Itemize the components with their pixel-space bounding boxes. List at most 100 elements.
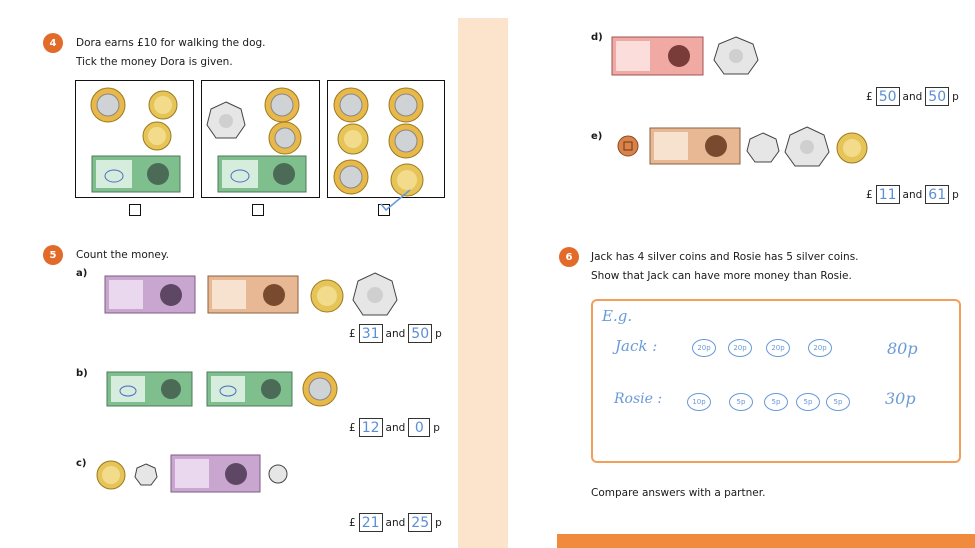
q5a-pence-box[interactable]: 50 <box>408 324 433 343</box>
question-6-badge: 6 <box>559 247 579 267</box>
pound-sign: £ <box>866 90 873 103</box>
q5b-pounds-box[interactable]: 12 <box>358 418 383 437</box>
five-pence-coin <box>268 464 288 484</box>
pound-sign: £ <box>866 188 873 201</box>
rosie-coin-5: 5p <box>826 393 850 411</box>
d-pence-box[interactable]: 50 <box>925 87 950 106</box>
pound-2-coin <box>388 87 424 123</box>
ten-pound-note <box>207 275 299 314</box>
jack-coin-1: 20p <box>692 339 716 357</box>
d-label: d) <box>591 32 603 43</box>
pound-1-coin <box>96 460 126 490</box>
answer-box[interactable] <box>591 299 961 463</box>
pound-2-coin <box>264 87 300 123</box>
e-pounds-box[interactable]: 11 <box>875 185 900 204</box>
choice-box-1 <box>75 80 194 198</box>
q5b-pence-box[interactable]: 0 <box>408 418 431 437</box>
rosie-coin-4: 5p <box>796 393 820 411</box>
pound-1-coin <box>836 132 868 164</box>
q6-line-2: Show that Jack can have more money than … <box>591 270 852 282</box>
pence-sign: p <box>435 516 442 529</box>
tick-checkbox-2[interactable] <box>252 204 264 216</box>
five-pound-note <box>106 371 193 407</box>
question-5-badge: 5 <box>43 245 63 265</box>
q5a-answer: £ 31 and 50 p <box>349 324 442 343</box>
pound-2-coin <box>302 371 338 407</box>
twenty-pound-note <box>104 275 196 314</box>
d-answer: £ 50 and 50 p <box>866 87 959 106</box>
and-text: and <box>902 188 923 201</box>
twenty-pence-coin <box>746 132 780 163</box>
tick-mark-icon <box>380 189 411 212</box>
fifty-pence-coin <box>784 126 830 167</box>
d-pounds-box[interactable]: 50 <box>875 87 900 106</box>
one-penny-coin <box>617 135 639 157</box>
pound-1-coin <box>390 163 424 197</box>
e-answer: £ 11 and 61 p <box>866 185 959 204</box>
e-label: e) <box>591 131 603 142</box>
rosie-coin-3: 5p <box>764 393 788 411</box>
q5a-label: a) <box>76 268 88 279</box>
pence-sign: p <box>952 188 959 201</box>
e-pence-box[interactable]: 61 <box>925 185 950 204</box>
pound-2-coin <box>90 87 126 123</box>
choice-box-2 <box>201 80 320 198</box>
pound-2-coin <box>333 87 369 123</box>
q5a-pounds-box[interactable]: 31 <box>358 324 383 343</box>
q4-line-2: Tick the money Dora is given. <box>76 56 233 68</box>
q5b-answer: £ 12 and 0 p <box>349 418 440 437</box>
pound-sign: £ <box>349 421 356 434</box>
jack-coin-4: 20p <box>808 339 832 357</box>
five-pound-note <box>206 371 293 407</box>
and-text: and <box>385 516 406 529</box>
q5c-pounds-box[interactable]: 21 <box>358 513 383 532</box>
pound-sign: £ <box>349 516 356 529</box>
pound-2-coin <box>388 123 424 159</box>
rosie-total: 30p <box>885 389 916 408</box>
q5c-pence-box[interactable]: 25 <box>408 513 433 532</box>
pence-sign: p <box>435 327 442 340</box>
and-text: and <box>385 327 406 340</box>
ten-pound-note <box>649 127 741 165</box>
tick-checkbox-3[interactable] <box>378 204 390 216</box>
tick-checkbox-1[interactable] <box>129 204 141 216</box>
rosie-label: Rosie : <box>614 391 663 407</box>
pound-1-coin <box>142 121 172 151</box>
q6-line-1: Jack has 4 silver coins and Rosie has 5 … <box>591 251 859 263</box>
q4-line-1: Dora earns £10 for walking the dog. <box>76 37 266 49</box>
twenty-pence-coin <box>134 463 158 486</box>
eg-text: E.g. <box>602 307 633 325</box>
pound-2-coin <box>268 121 302 155</box>
and-text: and <box>902 90 923 103</box>
page-gutter <box>458 18 508 548</box>
five-pound-note <box>217 155 307 193</box>
q5b-label: b) <box>76 368 88 379</box>
pound-1-coin <box>148 90 178 120</box>
rosie-coin-2: 5p <box>729 393 753 411</box>
pound-1-coin <box>310 279 344 313</box>
question-4-badge: 4 <box>43 33 63 53</box>
bottom-bar <box>557 534 975 548</box>
fifty-pence-coin <box>206 101 246 139</box>
fifty-pound-note <box>611 36 704 76</box>
five-pound-note <box>91 155 181 193</box>
jack-coin-3: 20p <box>766 339 790 357</box>
fifty-pence-coin <box>352 272 398 316</box>
pound-1-coin <box>337 123 369 155</box>
pound-2-coin <box>333 159 369 195</box>
jack-coin-2: 20p <box>728 339 752 357</box>
and-text: and <box>385 421 406 434</box>
q5c-answer: £ 21 and 25 p <box>349 513 442 532</box>
pound-sign: £ <box>349 327 356 340</box>
fifty-pence-coin <box>713 36 759 75</box>
rosie-coin-1: 10p <box>687 393 711 411</box>
q5-title: Count the money. <box>76 249 169 261</box>
twenty-pound-note <box>170 454 261 493</box>
jack-label: Jack : <box>615 337 658 355</box>
footer-text: Compare answers with a partner. <box>591 487 766 499</box>
pence-sign: p <box>952 90 959 103</box>
q5c-label: c) <box>76 458 87 469</box>
choice-box-3 <box>327 80 445 198</box>
jack-total: 80p <box>887 339 918 358</box>
pence-sign: p <box>433 421 440 434</box>
